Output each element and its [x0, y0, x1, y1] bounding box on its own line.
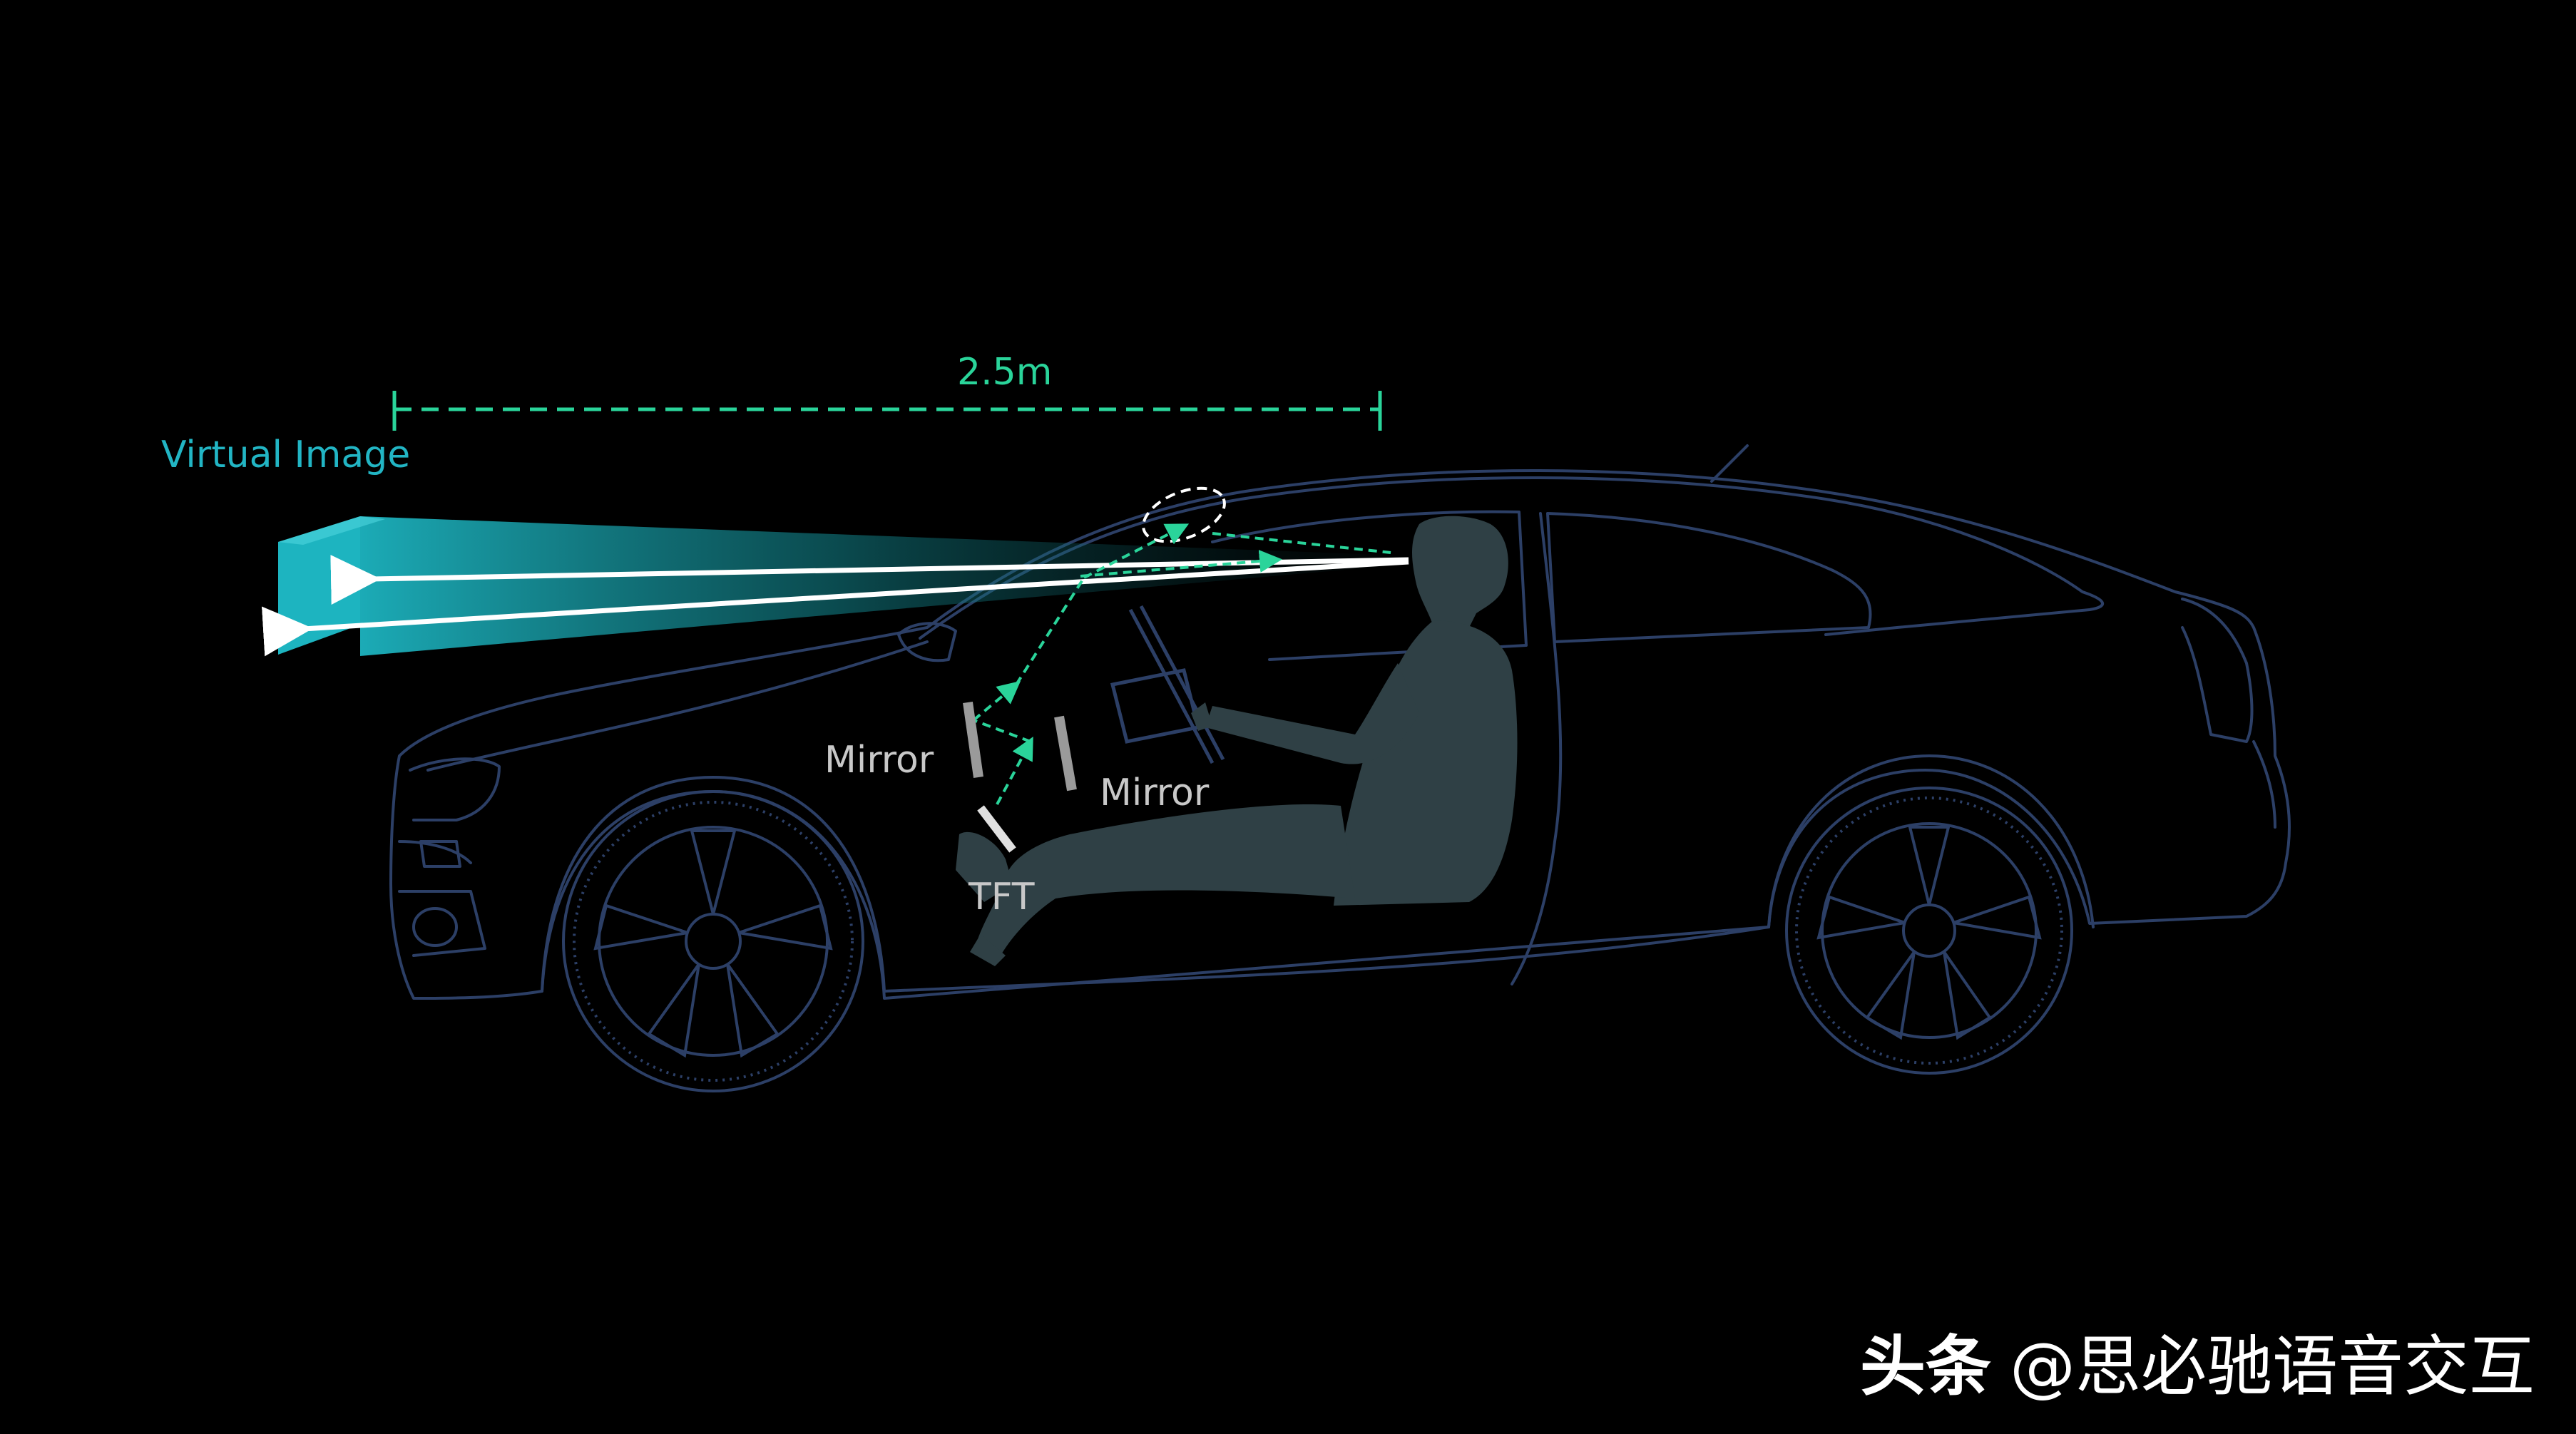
distance-dimension	[392, 391, 1382, 431]
front-wheel	[562, 790, 864, 1092]
mirror-right	[1054, 715, 1077, 792]
distance-label: 2.5m	[957, 351, 1053, 394]
watermark: 头条@思必驰语音交互	[1860, 1313, 2535, 1408]
light-path	[972, 523, 1391, 805]
reflection-spot	[1142, 486, 1226, 543]
watermark-brand: 头条	[1860, 1328, 1992, 1405]
tft-panel	[977, 805, 1016, 853]
watermark-handle: @思必驰语音交互	[2010, 1328, 2535, 1405]
virtual-image-label: Virtual Image	[161, 434, 411, 476]
mirrors	[963, 702, 1077, 792]
mirror-label-left: Mirror	[824, 739, 934, 782]
driver-silhouette	[956, 516, 1518, 966]
projection-arrows	[261, 555, 1409, 657]
mirror-left	[963, 702, 983, 778]
mirror-label-right: Mirror	[1100, 772, 1210, 814]
tft-label: TFT	[968, 876, 1035, 918]
rear-wheel	[1785, 787, 2073, 1075]
car-outline	[389, 444, 2291, 1000]
steering-wheel	[1110, 605, 1225, 764]
